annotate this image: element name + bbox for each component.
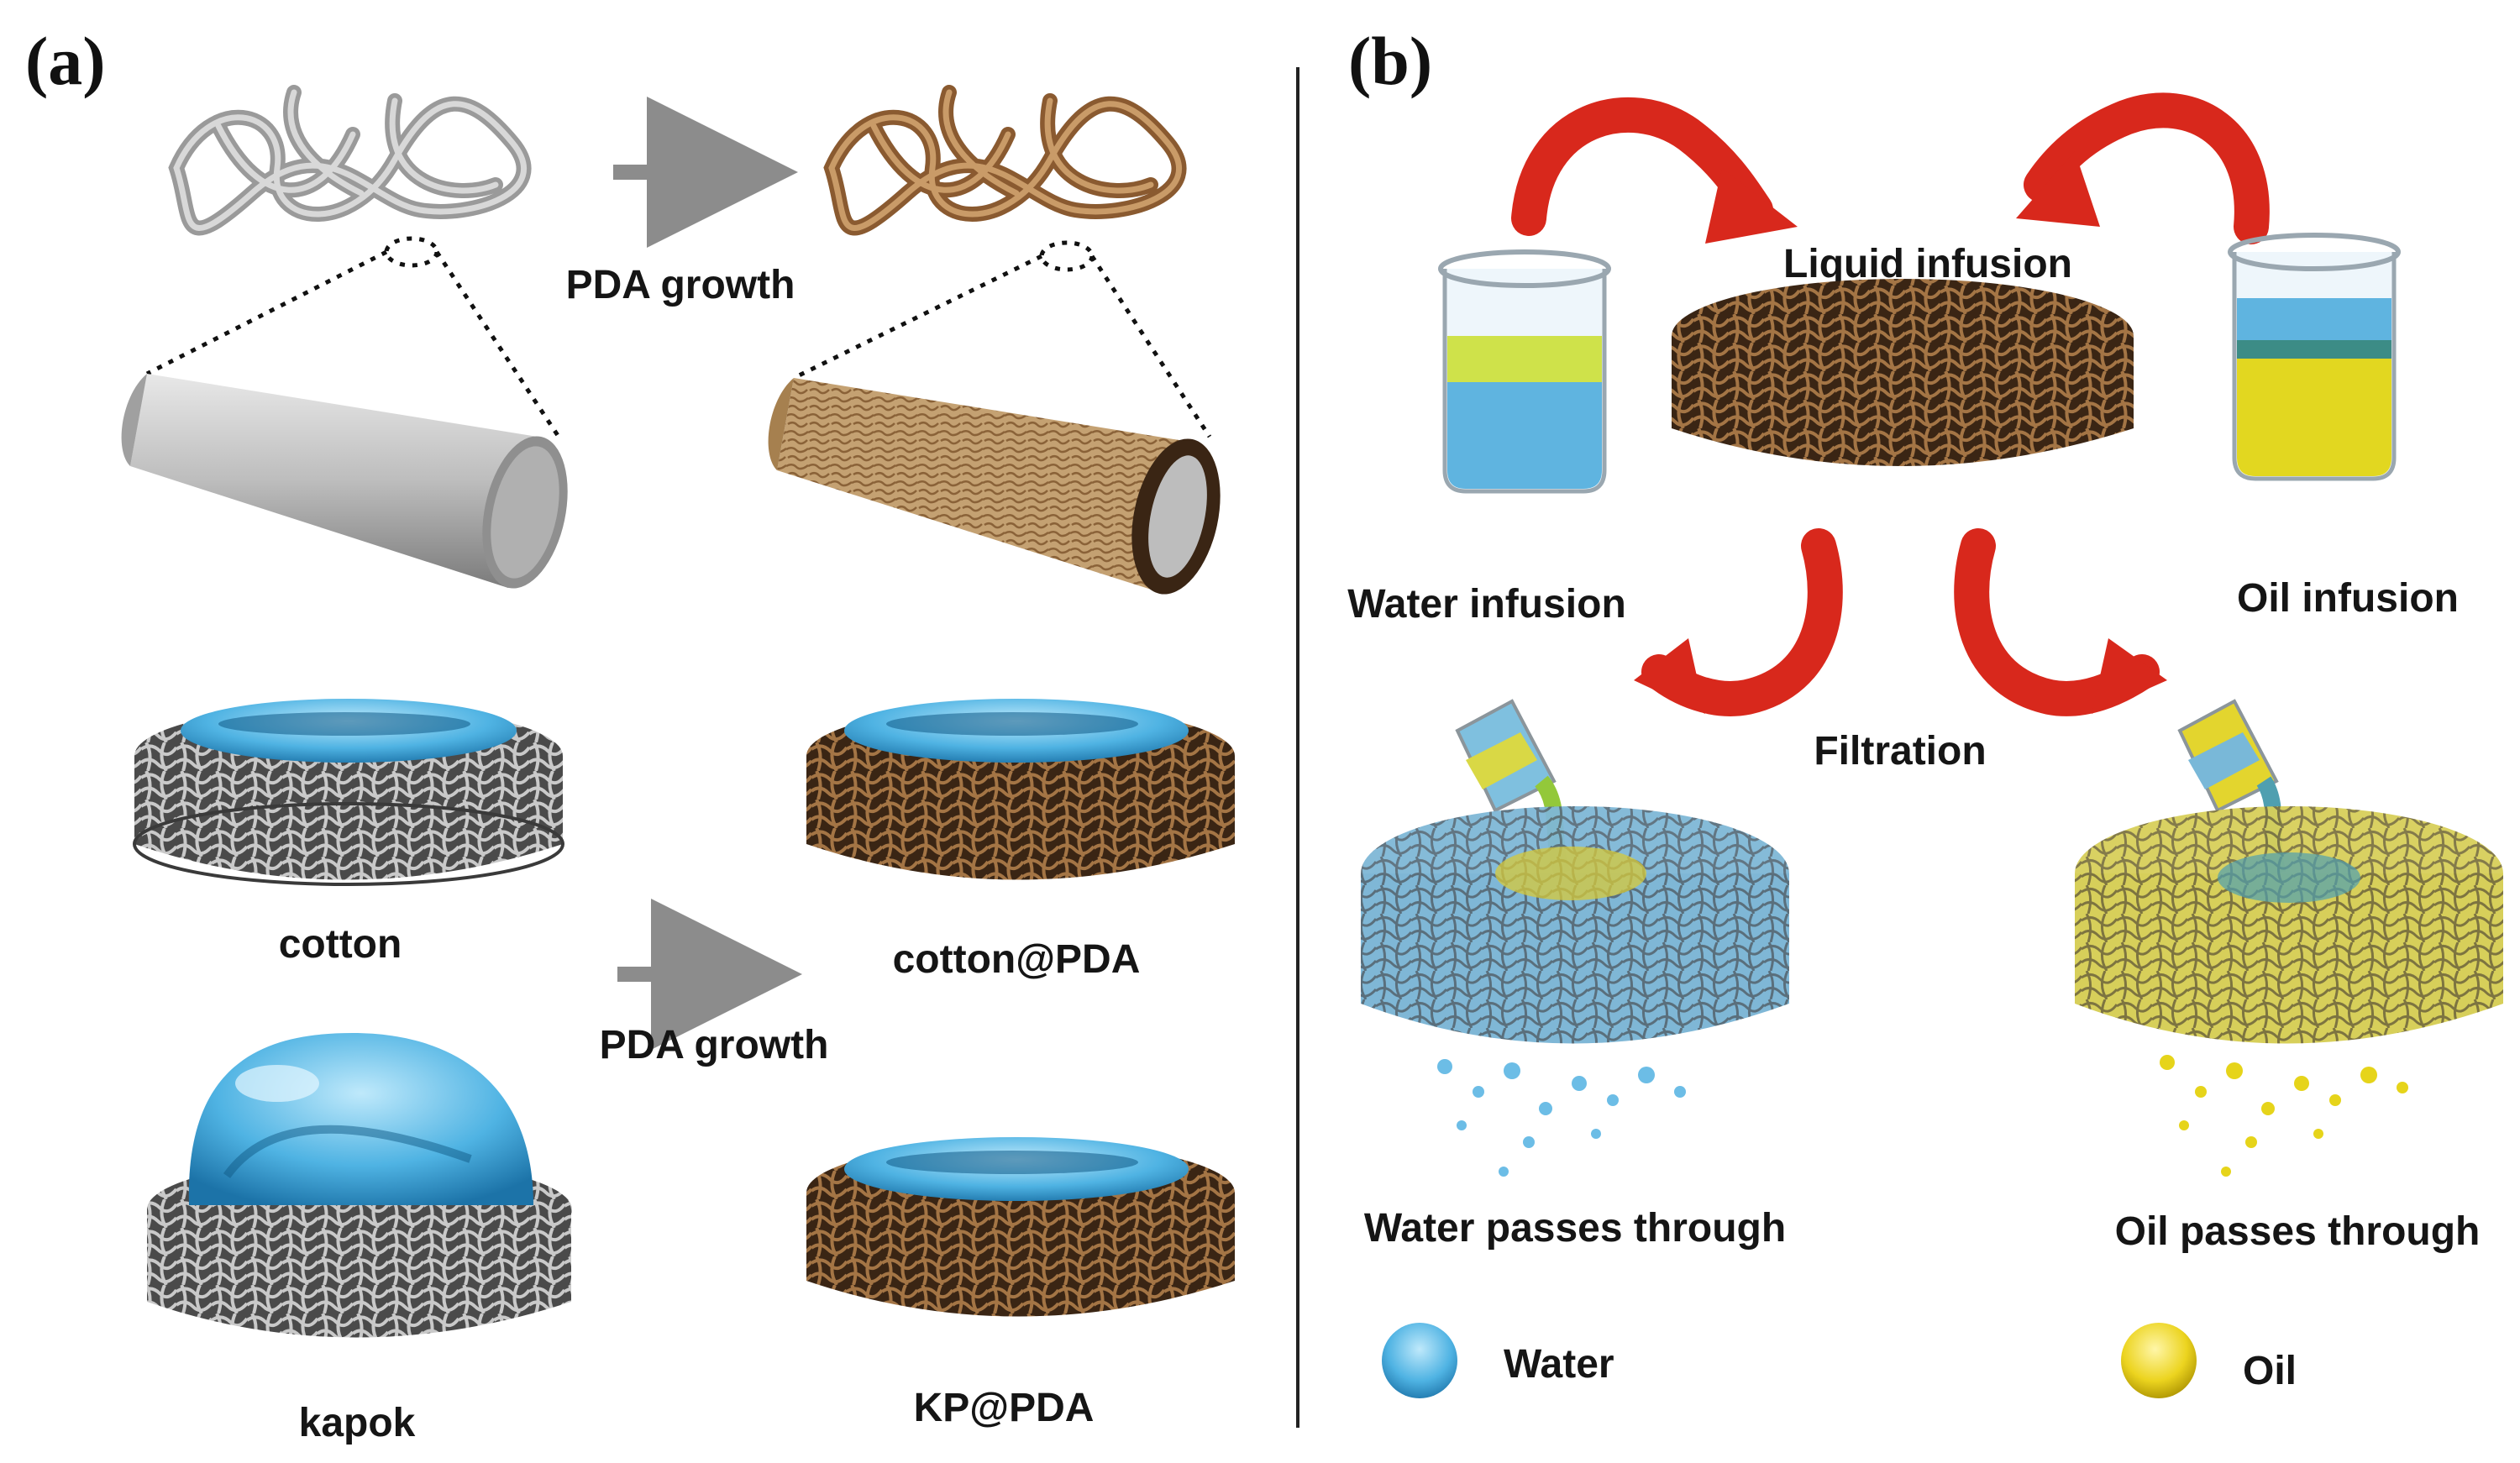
kapok-label: kapok (299, 1401, 416, 1445)
oil-infusion-label: Oil infusion (2237, 576, 2459, 621)
pda-growth-label-top: PDA growth (566, 263, 795, 307)
raw-fiber-tangle (168, 85, 532, 236)
infusion-arrow-left (1511, 97, 1798, 244)
pda-growth-label-bottom: PDA growth (600, 1023, 829, 1067)
kp-pda-label: KP@PDA (914, 1386, 1095, 1430)
pda-fiber-tangle (823, 85, 1187, 236)
oil-droplets-passing (2160, 1055, 2408, 1177)
pda-mat-center (1672, 279, 2134, 466)
panel-a-letter: (a) (25, 23, 106, 99)
water-infusion-beaker (1438, 249, 1611, 494)
oil-legend-label: Oil (2243, 1349, 2297, 1393)
panel-b-letter: (b) (1348, 23, 1432, 99)
water-pour-cup (1455, 699, 1557, 813)
oil-infusion-beaker (2228, 233, 2401, 481)
cotton-label: cotton (279, 922, 402, 967)
water-infused-mat (1361, 806, 1789, 1044)
water-droplets-passing (1437, 1059, 1686, 1177)
kapok-water-droplet (188, 1033, 533, 1205)
oil-passes-label: Oil passes through (2115, 1209, 2481, 1254)
infusion-arrow-right (2016, 92, 2270, 244)
kp-pda-water-droplet (844, 1137, 1189, 1201)
cotton-pda-label: cotton@PDA (893, 937, 1141, 982)
oil-legend-icon (2121, 1323, 2197, 1398)
oil-infused-mat (2075, 806, 2503, 1044)
filtration-arrow-left (1634, 528, 1843, 716)
cotton-water-droplet (181, 699, 517, 763)
panel-b: (b) Liquid infusion (1347, 23, 2503, 1398)
zoom-lines-pda (792, 240, 1212, 438)
bare-fiber-cylinder (121, 374, 568, 589)
filtration-arrow-right (1954, 528, 2167, 716)
zoom-lines-raw (145, 236, 561, 438)
water-legend-label: Water (1504, 1342, 1614, 1387)
oil-pour-cup (2177, 699, 2279, 813)
water-legend-icon (1382, 1323, 1457, 1398)
liquid-infusion-label: Liquid infusion (1783, 242, 2072, 286)
panel-a: (a) PDA growth (25, 23, 1235, 1445)
pda-coated-fiber-cylinder (768, 378, 1221, 595)
cotton-pda-water-droplet (844, 699, 1189, 763)
filtration-label: Filtration (1814, 729, 1986, 773)
water-passes-label: Water passes through (1364, 1206, 1786, 1251)
water-infusion-label: Water infusion (1347, 582, 1626, 627)
